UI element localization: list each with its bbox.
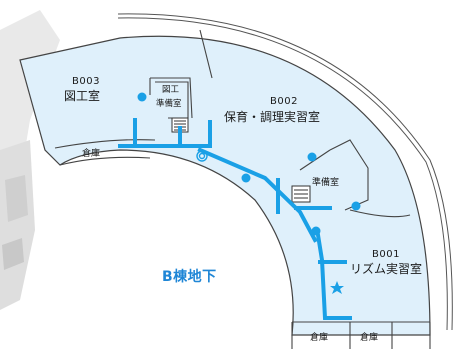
- room-name-art-prep-2: 準備室: [156, 99, 182, 109]
- outer-wall-lines: [117, 13, 453, 331]
- room-name-prep-right: 準備室: [312, 178, 340, 188]
- double-circle-icon: [196, 150, 208, 162]
- dot-icon: [311, 226, 321, 236]
- room-code-b003: B003: [72, 76, 100, 87]
- dot-icon: [351, 201, 361, 211]
- route-path: [118, 118, 352, 320]
- info-dots: [137, 92, 361, 236]
- room-name-storage-bottom-1: 倉庫: [310, 333, 329, 343]
- room-name-b003: 図工室: [64, 89, 101, 103]
- room-name-b002: 保育・調理実習室: [224, 110, 321, 124]
- stairs-icon-prep: [291, 185, 311, 203]
- room-name-b001: リズム実習室: [350, 262, 423, 276]
- star-icon: [330, 281, 344, 294]
- floor-title: B棟地下: [162, 269, 217, 285]
- room-name-storage-left: 倉庫: [82, 149, 101, 159]
- room-name-art-prep-1: 図工: [162, 85, 180, 95]
- room-code-b001: B001: [372, 249, 400, 260]
- dot-icon: [241, 173, 251, 183]
- room-code-b002: B002: [270, 96, 298, 107]
- dot-icon: [137, 92, 147, 102]
- dot-icon: [307, 152, 317, 162]
- room-name-storage-bottom-2: 倉庫: [360, 333, 379, 343]
